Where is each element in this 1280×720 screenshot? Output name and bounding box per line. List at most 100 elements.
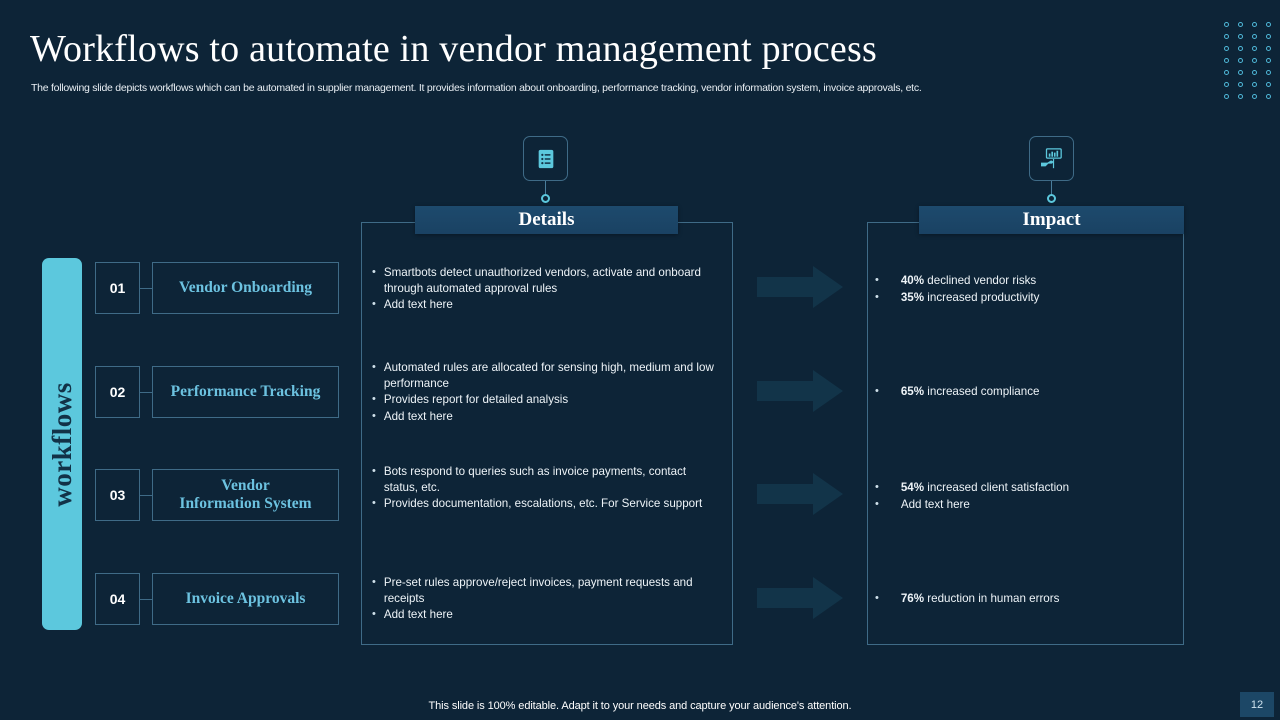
impact-percentage: 76% (900, 592, 925, 605)
step-number: 04 (95, 573, 140, 625)
bullet-marker: • (372, 409, 376, 422)
bullet-marker: • (372, 298, 376, 310)
details-column-header: Details (415, 206, 678, 234)
grid-dot (1266, 22, 1271, 27)
grid-dot (1252, 22, 1257, 27)
details-stem (545, 181, 546, 197)
page-number: 12 (1240, 692, 1274, 717)
grid-dot (1238, 94, 1243, 99)
grid-dot (1252, 58, 1257, 63)
grid-dot (1252, 82, 1257, 87)
step-connector (140, 391, 152, 393)
page-subtitle: The following slide depicts workflows wh… (31, 82, 922, 94)
grid-dot (1266, 70, 1271, 75)
bullet-marker: • (372, 361, 376, 373)
right-arrow-icon (757, 575, 843, 621)
grid-dot (1238, 70, 1243, 75)
bullet-text: Automated rules are allocated for sensin… (383, 361, 714, 390)
impact-bullet: • 54% increased client satisfaction (875, 480, 1175, 496)
details-icon-badge (523, 136, 568, 181)
step-number: 01 (95, 262, 140, 314)
grid-dot (1252, 34, 1257, 39)
details-bullet: • Smartbots detect unauthorized vendors, … (372, 265, 722, 296)
grid-dot (1238, 82, 1243, 87)
step-number: 03 (95, 469, 140, 521)
details-bullet: • Add text here (372, 607, 722, 623)
impact-group-3: • 54% increased client satisfaction • Add t… (875, 480, 1175, 513)
dot-grid-decoration (1224, 22, 1280, 106)
impact-stem (1051, 181, 1052, 197)
workflows-rail (42, 258, 82, 630)
bullet-marker: • (875, 481, 879, 493)
grid-dot (1238, 34, 1243, 39)
page-title: Workflows to automate in vendor manageme… (30, 28, 877, 70)
step-number: 02 (95, 366, 140, 418)
grid-dot (1224, 58, 1229, 63)
bullet-marker: • (372, 393, 376, 405)
details-bullet: •Add text here (372, 297, 722, 313)
bullet-text: Add text here (383, 409, 453, 423)
impact-bullet: •40% declined vendor risks (875, 273, 1175, 289)
grid-dot (1252, 94, 1257, 99)
bullet-marker: • (875, 497, 879, 510)
bullet-marker: • (372, 465, 376, 477)
bullet-text: 35% increased productivity (900, 290, 1040, 304)
bullet-marker: • (372, 608, 376, 620)
bullet-text: Provides documentation, escalations, etc… (383, 497, 703, 510)
impact-percentage: 54% (900, 481, 925, 494)
bullet-marker: • (875, 290, 879, 303)
grid-dot (1224, 94, 1229, 99)
grid-dot (1224, 22, 1229, 27)
grid-dot (1266, 58, 1271, 63)
bullet-marker: • (372, 497, 376, 509)
impact-column-header: Impact (919, 206, 1184, 234)
grid-dot (1266, 82, 1271, 87)
bullet-text: 54% increased client satisfaction (900, 481, 1070, 494)
impact-bullet: •76% reduction in human errors (875, 591, 1175, 607)
step-label[interactable]: Invoice Approvals (152, 573, 339, 625)
details-bullet: • Automated rules are allocated for sensi… (372, 360, 722, 391)
impact-group-2: •65% increased compliance (875, 384, 1175, 401)
impact-percentage: 40% (900, 274, 925, 287)
bullet-text: Add text here (383, 608, 453, 621)
right-arrow-icon (757, 471, 843, 517)
list-document-icon (538, 149, 553, 168)
grid-dot (1252, 46, 1257, 51)
details-bullet: • Add text here (372, 409, 722, 425)
details-bullet: • Provides documentation, escalations, et… (372, 496, 722, 512)
details-bullet: •Bots respond to queries such as invoice… (372, 464, 722, 495)
details-group-2: • Automated rules are allocated for sensi… (372, 360, 722, 425)
bullet-marker: • (875, 385, 879, 397)
impact-group-1: •40% declined vendor risks• 35% increased… (875, 273, 1175, 306)
grid-dot (1266, 94, 1271, 99)
step-label[interactable]: Vendor Onboarding (152, 262, 339, 314)
details-bullet: •Provides report for detailed analysis (372, 392, 722, 408)
impact-bullet: • 35% increased productivity (875, 290, 1175, 306)
bullet-text: Add text here (900, 497, 970, 511)
grid-dot (1224, 82, 1229, 87)
footer-note: This slide is 100% editable. Adapt it to… (428, 700, 852, 712)
impact-node (1047, 194, 1056, 203)
impact-bullet: •65% increased compliance (875, 384, 1175, 400)
bullet-text: 40% declined vendor risks (900, 274, 1037, 287)
details-group-4: •Pre-set rules approve/reject invoices, … (372, 575, 722, 624)
grid-dot (1252, 70, 1257, 75)
grid-dot (1266, 46, 1271, 51)
step-connector (140, 598, 152, 600)
bullet-marker: • (372, 266, 376, 278)
details-node (541, 194, 550, 203)
hand-holding-chart-icon (1040, 147, 1062, 168)
step-label[interactable]: Performance Tracking (152, 366, 339, 418)
bullet-text: Smartbots detect unauthorized vendors, a… (383, 266, 701, 295)
step-connector (140, 287, 152, 289)
details-group-3: •Bots respond to queries such as invoice… (372, 464, 722, 513)
grid-dot (1238, 46, 1243, 51)
impact-bullet: • Add text here (875, 497, 1175, 513)
details-bullet: •Pre-set rules approve/reject invoices, … (372, 575, 722, 606)
right-arrow-icon (757, 264, 843, 310)
